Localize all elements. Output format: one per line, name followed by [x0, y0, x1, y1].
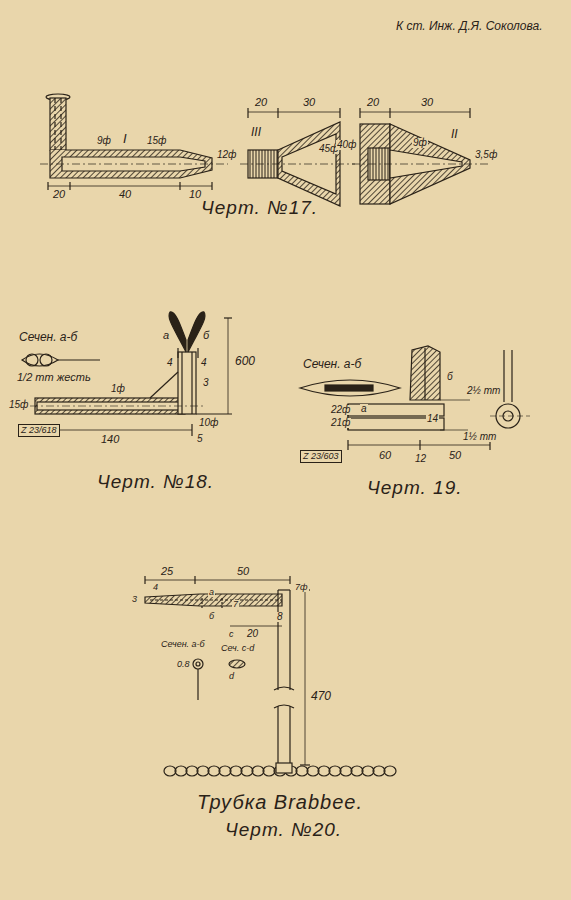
dimension-label: 1ф	[110, 384, 126, 394]
dimension-label: 15ф	[8, 400, 29, 410]
bead	[340, 766, 352, 776]
figure-caption: Черт. №17.	[200, 198, 319, 217]
bead	[318, 766, 330, 776]
bead-chain	[164, 763, 396, 776]
bead	[164, 766, 176, 776]
tube-part-one	[40, 94, 228, 190]
dimension-label: 5	[196, 434, 204, 444]
dimension-label: 3,5ф	[474, 150, 498, 160]
drawing-number: Z 23/603	[300, 450, 342, 463]
figure-caption: Трубка Brabbee.	[196, 792, 364, 812]
bead	[329, 766, 341, 776]
dimension-label: б	[202, 330, 210, 341]
bead	[219, 766, 231, 776]
dimension-label: 10ф	[198, 418, 219, 428]
dimension-label: 30	[420, 97, 434, 108]
dimension-label: 4	[152, 583, 159, 592]
dimension-label: 12ф	[216, 150, 237, 160]
dimension-label: 20	[366, 97, 380, 108]
bead	[307, 766, 319, 776]
dimension-label: 20	[254, 97, 268, 108]
dimension-label: 1½ mm	[462, 432, 497, 442]
dimension-label: 2½ mm	[466, 386, 501, 396]
bead	[263, 766, 275, 776]
dimension-label: 7	[232, 600, 239, 609]
bead	[351, 766, 363, 776]
bead	[296, 766, 308, 776]
dimension-label: Сеч. с-d	[220, 644, 255, 653]
bead	[384, 766, 396, 776]
dimension-label: 1/2 mm жесть	[16, 372, 92, 383]
bead	[175, 766, 187, 776]
dimension-label: с	[228, 630, 235, 639]
dimension-label: 20	[52, 189, 66, 200]
dimension-label: Сечен. а-б	[302, 358, 362, 370]
dimension-label: 3	[131, 595, 138, 604]
dimension-label: б	[446, 372, 454, 382]
dimension-label: 15ф	[146, 136, 167, 146]
dimension-label: а	[162, 330, 170, 341]
drawing-number: Z 23/618	[18, 424, 60, 437]
dimension-label: III	[250, 126, 262, 138]
dimension-label: d	[228, 672, 235, 681]
dimension-label: 3	[202, 378, 210, 388]
dimension-label: а	[360, 404, 368, 414]
dimension-label: 600	[234, 355, 256, 367]
bead	[241, 766, 253, 776]
dimension-label: 140	[100, 434, 120, 445]
bead	[230, 766, 242, 776]
dimension-label: 40	[118, 189, 132, 200]
dimension-label: 21ф	[330, 418, 351, 428]
dimension-label: 60	[378, 450, 392, 461]
dimension-label: б	[208, 612, 215, 621]
bead	[252, 766, 264, 776]
bead	[373, 766, 385, 776]
dimension-label: Сечен. а-б	[160, 640, 206, 649]
figure-caption: Черт. №20.	[224, 820, 343, 839]
dimension-label: 0.8	[176, 660, 191, 669]
dimension-label: 25	[160, 566, 174, 577]
dimension-label: 14	[426, 414, 439, 424]
dimension-label: 8	[276, 612, 284, 622]
brabbee-tube	[145, 576, 310, 765]
dimension-label: 50	[236, 566, 250, 577]
dimension-label: 12	[414, 454, 427, 464]
bead	[197, 766, 209, 776]
dimension-label: 22ф	[330, 405, 351, 415]
bead	[362, 766, 374, 776]
dimension-label: Сечен. а-б	[18, 331, 78, 343]
dimension-label: II	[450, 128, 459, 140]
bead	[208, 766, 220, 776]
dimension-label: 4	[166, 358, 174, 368]
header-note: К ст. Инж. Д.Я. Соколова.	[395, 20, 544, 32]
dimension-label: 9ф	[412, 138, 428, 148]
burner-fig-19	[300, 346, 530, 450]
cone-part-three	[240, 108, 355, 206]
dimension-label: 40ф	[336, 140, 357, 150]
dimension-label: 10	[188, 189, 202, 200]
dimension-label: 9ф	[96, 136, 112, 146]
cone-part-two	[352, 108, 490, 204]
tee-joint	[276, 763, 292, 773]
dimension-label: а	[208, 588, 215, 597]
dimension-label: 30	[302, 97, 316, 108]
figure-caption: Черт. №18.	[96, 472, 215, 491]
dimension-label: 50	[448, 450, 462, 461]
dimension-label: 20	[246, 629, 259, 639]
dimension-label: 7ф	[294, 583, 309, 592]
bead	[186, 766, 198, 776]
dimension-label: 4	[200, 358, 208, 368]
figure-caption: Черт. 19.	[366, 478, 464, 497]
dimension-label: I	[122, 132, 128, 145]
dimension-label: 470	[310, 690, 332, 702]
